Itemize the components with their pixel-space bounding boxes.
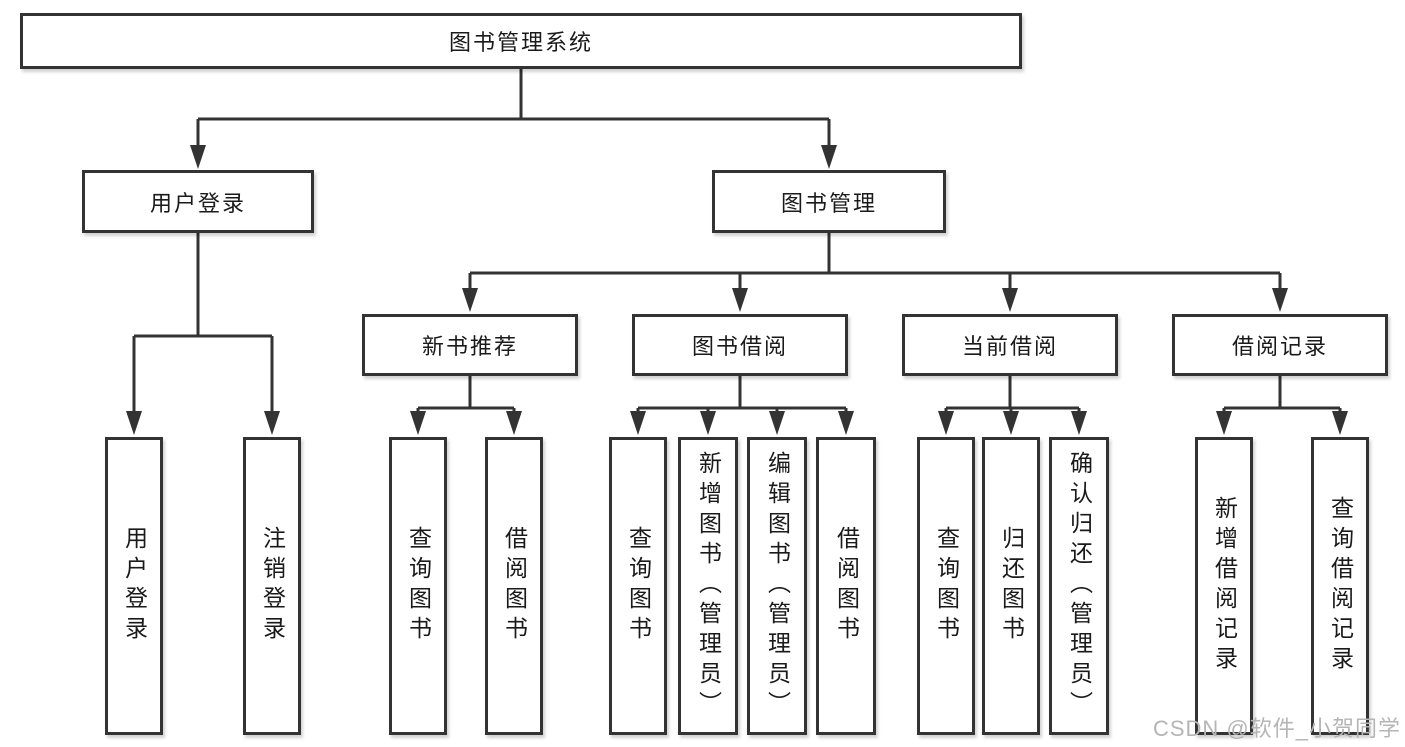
- connector-userlogin-to-leaves: [126, 233, 280, 435]
- leaf-rec-query-books: 查询图书: [389, 437, 447, 735]
- leaf-current-return-books: 归还图书: [982, 437, 1040, 735]
- connector-borrowrecords-to-leaves: [1216, 376, 1348, 435]
- leaf-borrow-add-books-admin: 新增图书（管理员）: [678, 437, 738, 735]
- connector-currentborrow-to-leaves: [938, 376, 1087, 435]
- leaf-current-query-books: 查询图书: [917, 437, 975, 735]
- node-book-borrowing: 图书借阅: [632, 314, 848, 376]
- node-root: 图书管理系统: [20, 13, 1022, 69]
- leaf-current-confirm-return-admin: 确认归还（管理员）: [1049, 437, 1109, 735]
- connector-bookborrow-to-leaves: [630, 376, 854, 435]
- leaf-borrow-edit-books-admin: 编辑图书（管理员）: [747, 437, 807, 735]
- connector-newbookrec-to-leaves: [410, 376, 522, 435]
- node-user-login: 用户登录: [82, 170, 314, 233]
- leaf-user-login: 用户登录: [105, 437, 163, 735]
- node-current-borrowing: 当前借阅: [902, 314, 1118, 376]
- connector-root-to-level2: [190, 69, 837, 169]
- leaf-borrow-borrow-books: 借阅图书: [816, 437, 876, 735]
- node-new-book-recommendation: 新书推荐: [362, 314, 578, 376]
- leaf-borrow-query-books: 查询图书: [609, 437, 667, 735]
- leaf-records-add-record: 新增借阅记录: [1195, 437, 1253, 735]
- csdn-watermark: CSDN @软件_小贺同学: [1152, 716, 1401, 741]
- leaf-logout: 注销登录: [243, 437, 301, 735]
- leaf-records-query-record: 查询借阅记录: [1311, 437, 1369, 735]
- node-book-management: 图书管理: [712, 170, 946, 233]
- leaf-rec-borrow-books: 借阅图书: [485, 437, 543, 735]
- node-borrowing-records: 借阅记录: [1172, 314, 1388, 376]
- connector-bookmgmt-to-level3: [462, 233, 1288, 312]
